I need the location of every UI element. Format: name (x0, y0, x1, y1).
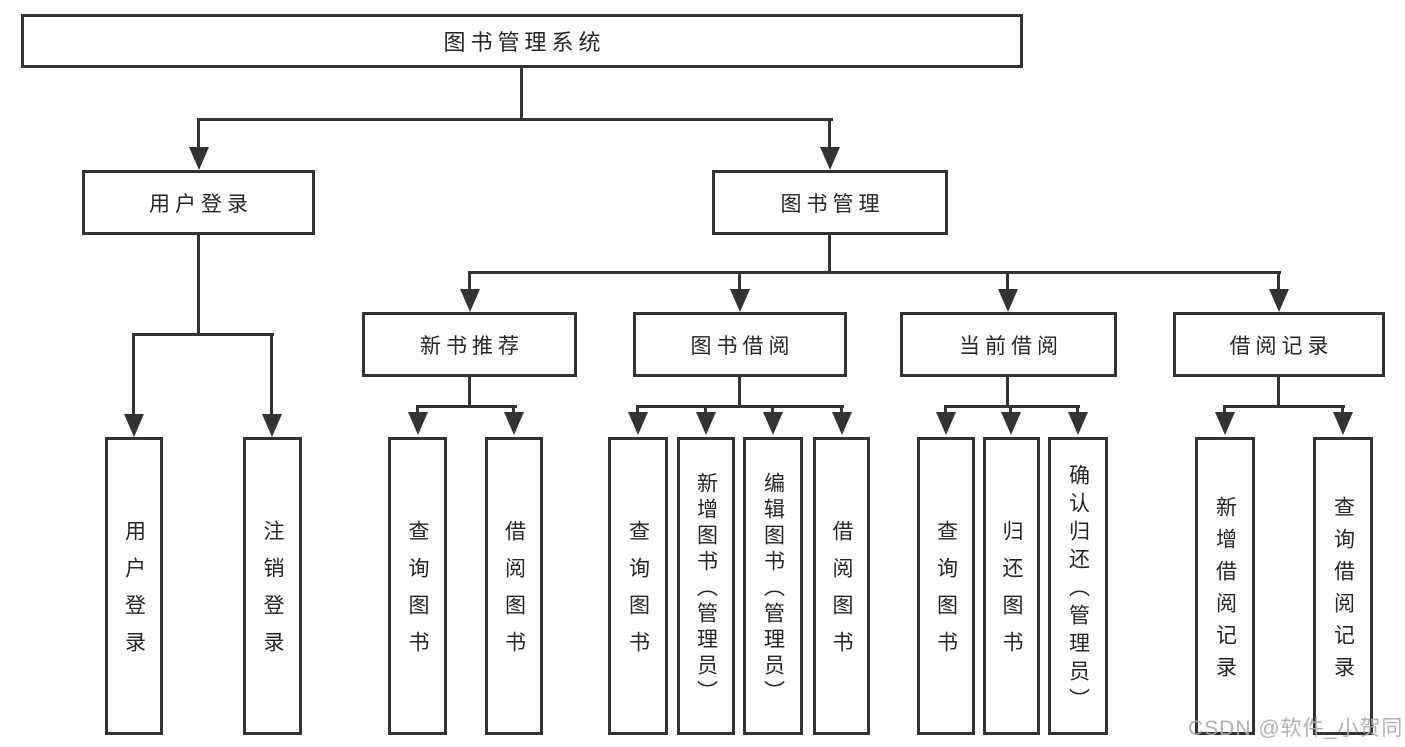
connector-line (468, 271, 1281, 274)
node-label: 归还图书 (1000, 520, 1023, 668)
arrow-down-icon (998, 289, 1018, 312)
connector-line (520, 66, 523, 121)
node-label: 图书管理系统 (443, 30, 606, 55)
connector-line (197, 235, 200, 336)
connector-line (197, 118, 200, 150)
node-query-books-recommend: 查询图书 (388, 437, 447, 735)
node-book-management: 图书管理 (712, 170, 948, 235)
node-label: 借阅图书 (830, 520, 853, 668)
node-label: 图书借阅 (690, 334, 795, 358)
connector-line (416, 405, 517, 408)
connector-line (1277, 271, 1280, 292)
arrow-down-icon (1333, 412, 1353, 435)
node-query-borrow-record: 查询借阅记录 (1313, 437, 1373, 735)
node-label: 查询图书 (626, 520, 650, 668)
arrow-down-icon (730, 289, 750, 312)
node-library-management-system: 图书管理系统 (21, 14, 1023, 68)
node-label: 查询图书 (406, 520, 429, 668)
connector-line (1076, 405, 1079, 414)
connector-line (828, 235, 831, 274)
connector-line (132, 333, 135, 417)
arrow-down-icon (124, 414, 144, 437)
node-label: 新书推荐 (420, 334, 524, 358)
connector-line (944, 405, 947, 414)
node-label: 注销登录 (261, 520, 284, 668)
connector-line (197, 118, 833, 121)
arrow-down-icon (262, 414, 282, 437)
node-add-book-admin: 新增图书（管理员） (677, 437, 735, 735)
connector-line (1341, 405, 1344, 414)
arrow-down-icon (628, 412, 648, 435)
arrow-down-icon (763, 412, 783, 435)
node-user-login-leaf: 用户登录 (105, 437, 163, 735)
connector-line (512, 405, 515, 414)
node-confirm-return-admin: 确认归还（管理员） (1048, 437, 1108, 735)
node-new-book-recommend: 新书推荐 (362, 312, 577, 377)
node-label: 查询图书 (934, 520, 958, 668)
node-user-login: 用户登录 (82, 170, 315, 235)
connector-line (840, 405, 843, 414)
node-label: 用户登录 (149, 192, 253, 216)
node-label: 新增图书（管理员） (694, 471, 718, 706)
connector-line (468, 271, 471, 292)
node-label: 图书管理 (780, 192, 885, 216)
node-query-books-borrowing: 查询图书 (608, 437, 668, 735)
node-return-book: 归还图书 (983, 437, 1040, 735)
node-edit-book-admin: 编辑图书（管理员） (743, 437, 803, 735)
node-label: 查询借阅记录 (1331, 495, 1355, 688)
node-borrow-book-leaf: 借阅图书 (813, 437, 870, 735)
connector-line (828, 118, 831, 150)
node-logout: 注销登录 (243, 437, 302, 735)
node-label: 新增借阅记录 (1213, 495, 1237, 688)
node-label: 确认归还（管理员） (1066, 463, 1090, 716)
node-label: 用户登录 (122, 520, 146, 668)
node-label: 当前借阅 (959, 334, 1063, 358)
node-label: 借阅记录 (1229, 334, 1334, 358)
arrow-down-icon (1269, 289, 1289, 312)
csdn-watermark: CSDN @软件_小贺同学 (1188, 717, 1405, 740)
arrow-down-icon (696, 412, 716, 435)
arrow-down-icon (189, 147, 209, 170)
node-book-borrowing: 图书借阅 (633, 312, 847, 377)
arrow-down-icon (408, 412, 428, 435)
node-label: 借阅图书 (502, 520, 526, 668)
connector-line (416, 405, 419, 414)
arrow-down-icon (1068, 412, 1088, 435)
connector-line (132, 333, 274, 336)
arrow-down-icon (1001, 412, 1021, 435)
connector-line (468, 377, 471, 408)
connector-line (1009, 405, 1012, 414)
connector-line (704, 405, 707, 414)
connector-line (738, 377, 741, 408)
connector-line (944, 405, 1080, 408)
arrow-down-icon (460, 289, 480, 312)
arrow-down-icon (936, 412, 956, 435)
connector-line (1223, 405, 1226, 414)
connector-line (1006, 377, 1009, 408)
connector-line (738, 271, 741, 292)
arrow-down-icon (820, 147, 840, 170)
arrow-down-icon (504, 412, 524, 435)
node-borrow-books-recommend: 借阅图书 (485, 437, 543, 735)
arrow-down-icon (832, 412, 852, 435)
connector-line (636, 405, 639, 414)
connector-line (270, 333, 273, 417)
connector-line (1006, 271, 1009, 292)
node-query-books-current: 查询图书 (917, 437, 975, 735)
node-current-borrowing: 当前借阅 (900, 312, 1117, 377)
connector-line (1277, 377, 1280, 408)
node-label: 编辑图书（管理员） (761, 471, 785, 706)
arrow-down-icon (1215, 412, 1235, 435)
connector-line (636, 405, 844, 408)
node-add-borrow-record: 新增借阅记录 (1195, 437, 1255, 735)
connector-line (1223, 405, 1345, 408)
node-borrowing-records: 借阅记录 (1173, 312, 1385, 377)
connector-line (771, 405, 774, 414)
